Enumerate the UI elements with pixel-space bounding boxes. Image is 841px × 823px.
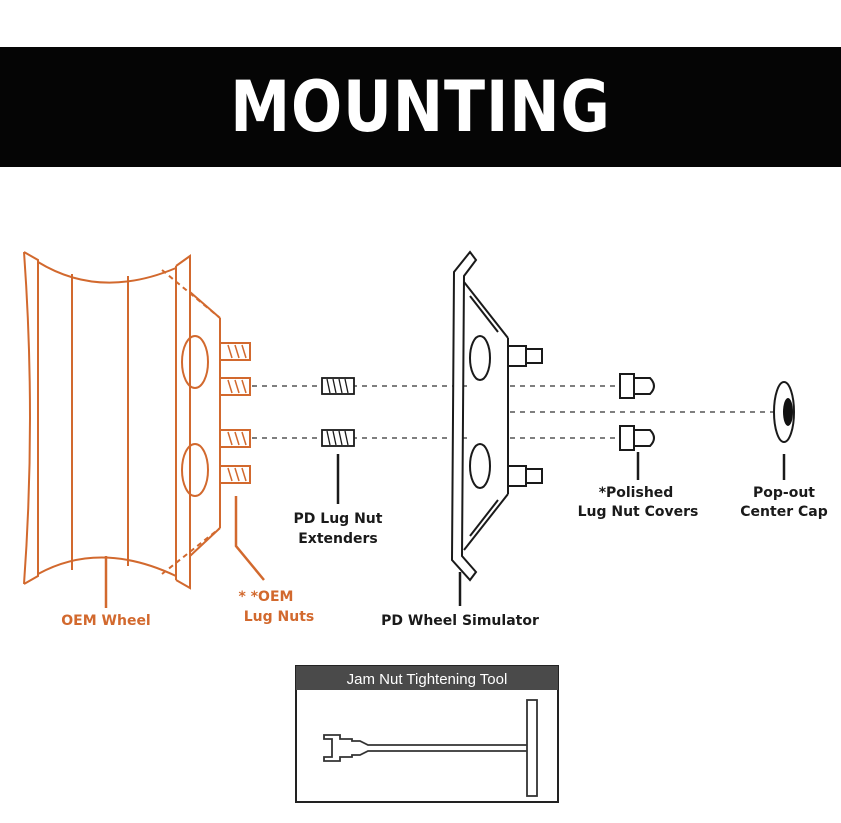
pd-extenders-label-line2: Extenders bbox=[298, 531, 378, 547]
covers-label-line1: *Polished bbox=[599, 485, 674, 501]
pd-simulator-label: PD Wheel Simulator bbox=[381, 613, 539, 629]
lug-nut-icon bbox=[219, 342, 251, 484]
t-handle-tool-icon bbox=[323, 699, 538, 797]
alignment-lines bbox=[252, 385, 780, 439]
oem-lug-nuts-label-line1: * *OEM bbox=[239, 589, 294, 605]
oem-wheel-label: OEM Wheel bbox=[61, 613, 150, 629]
center-cap-icon bbox=[773, 381, 795, 443]
tool-box: Jam Nut Tightening Tool bbox=[295, 665, 559, 803]
lug-nut-cover-icon bbox=[619, 373, 655, 451]
title-banner: MOUNTING DIAGRAM bbox=[0, 47, 841, 268]
tool-title: Jam Nut Tightening Tool bbox=[347, 671, 508, 688]
center-cap-label-line1: Pop-out bbox=[753, 485, 815, 501]
lug-nut-threads bbox=[227, 344, 247, 482]
pd-extenders-label-line1: PD Lug Nut bbox=[294, 511, 383, 527]
leader-lines bbox=[104, 452, 786, 608]
covers-label-line2: Lug Nut Covers bbox=[578, 504, 699, 520]
page-title: MOUNTING DIAGRAM bbox=[230, 66, 611, 268]
extender-threads bbox=[326, 378, 349, 446]
wheel-simulator-icon bbox=[450, 250, 543, 582]
center-cap-label-line2: Center Cap bbox=[740, 504, 827, 520]
extender-icon bbox=[321, 377, 355, 447]
oem-lug-nuts-label-line2: Lug Nuts bbox=[244, 609, 315, 625]
oem-wheel-icon bbox=[23, 251, 221, 590]
